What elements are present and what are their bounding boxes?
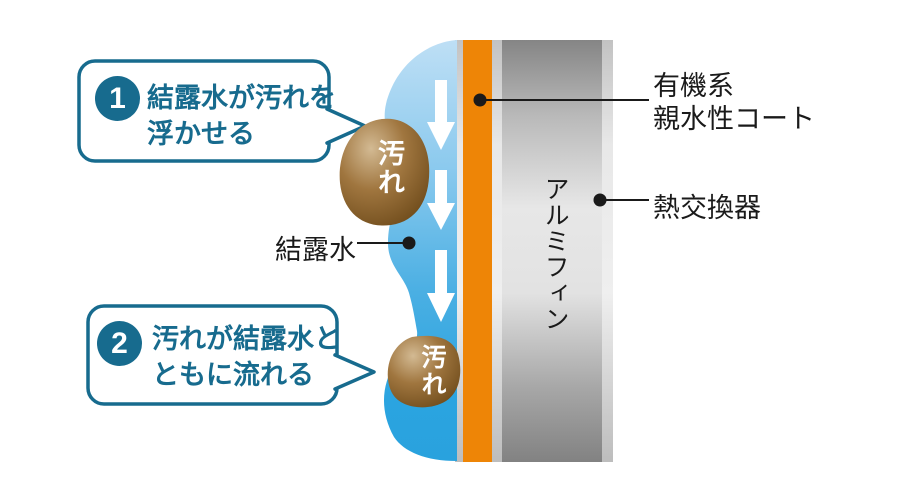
dirt-blob-bottom (387, 335, 461, 408)
bubble-2-line2: ともに流れる (152, 360, 314, 390)
dirt-blob-top (339, 118, 430, 226)
speech-bubble-2-tail (333, 353, 376, 391)
aluminum-fin-strip (502, 40, 602, 462)
fin-edge-strip-right (602, 40, 613, 462)
step-2-badge: 2 (97, 321, 142, 366)
down-arrow-icon (427, 170, 455, 230)
speech-bubble-2 (86, 304, 376, 406)
label-dot-coating (473, 93, 487, 107)
down-arrow-icon (427, 250, 455, 322)
hydrophilic-coating-strip (463, 40, 492, 462)
heat-exchanger-label: 熱交換器 (653, 193, 761, 223)
dirt-label-bottom: 汚れ (418, 344, 446, 398)
bubble-1-line2: 浮かせる (147, 119, 255, 149)
coating-label-line1: 有機系 (653, 71, 734, 101)
down-arrow-icon (427, 80, 455, 150)
coating-label-line2: 親水性コート (653, 104, 815, 134)
coating-edge-strip-left (455, 40, 463, 462)
dirt-label-top: 汚れ (374, 139, 404, 197)
coating-edge-strip-mid (492, 40, 502, 462)
bubble-2-line1: 汚れが結露水と (152, 324, 341, 354)
coating-label: 有機系 親水性コート (653, 70, 815, 136)
step-1-badge: 1 (95, 76, 140, 121)
bubble-1-line1: 結露水が汚れを (147, 83, 336, 113)
leader-lines (357, 99, 649, 244)
label-dot-condensation (402, 236, 416, 250)
aluminum-fin-label: アルミフィン (541, 176, 569, 332)
bubble-2-text: 汚れが結露水と ともに流れる (152, 321, 341, 393)
bubble-1-text: 結露水が汚れを 浮かせる (147, 80, 336, 152)
label-dot-heat-exchanger (593, 193, 607, 207)
condensation-water-label: 結露水 (275, 235, 356, 265)
speech-bubble-1 (77, 59, 367, 163)
